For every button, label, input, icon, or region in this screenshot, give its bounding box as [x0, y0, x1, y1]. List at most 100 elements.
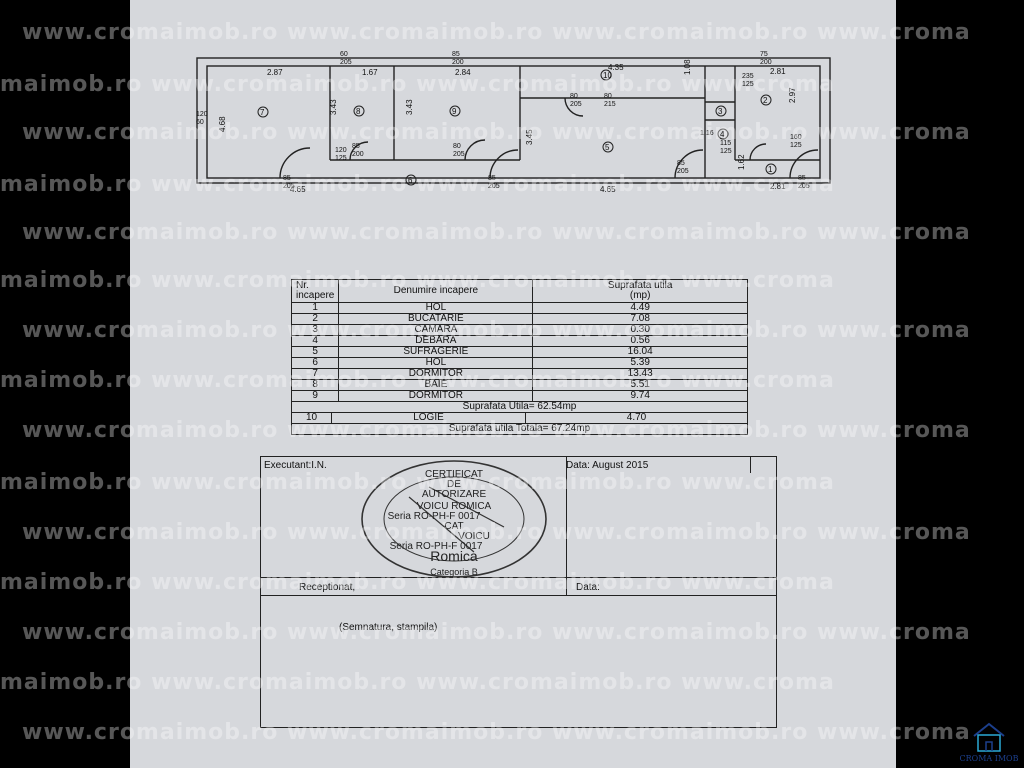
door-mark: 205 — [340, 59, 352, 66]
dimension-vertical: 1.08 — [683, 59, 692, 75]
row-area: 5.51 — [532, 379, 748, 391]
door-mark: 120 — [335, 147, 347, 154]
dimension-bottom: 4.65 — [600, 185, 616, 194]
room-number: 3 — [718, 107, 723, 116]
door-mark: 75 — [760, 51, 768, 58]
suprafata-totala: Suprafata utila Totala= 67.24mp — [291, 423, 748, 435]
door-mark: 60 — [340, 51, 348, 58]
row-nr: 7 — [290, 368, 340, 380]
room-number: 7 — [260, 108, 265, 117]
row-name: BAIE — [338, 379, 534, 391]
door-mark: 200 — [352, 151, 364, 158]
stamp-line: CAT — [444, 521, 463, 532]
stamp-line: Seria RO-PH-F 0017 — [388, 511, 481, 522]
dimension-top: 2.87 — [267, 68, 283, 77]
header-nr: Nr. incapere — [290, 279, 340, 303]
dimension-vertical: 1.62 — [737, 154, 746, 170]
dimension-top: 1.67 — [362, 68, 378, 77]
room-number: 5 — [605, 143, 610, 152]
room-marker — [760, 94, 772, 106]
room-marker — [715, 105, 727, 117]
door-mark: 205 — [570, 101, 582, 108]
room-number: 8 — [356, 107, 361, 116]
door-mark: 85 — [488, 175, 496, 182]
door-mark: 115 — [720, 140, 731, 147]
room-marker — [257, 106, 269, 118]
row-area: 13.43 — [532, 368, 748, 380]
signature-block: Receptionat, Data: (Semnatura, stampila) — [260, 456, 777, 728]
door-mark: 85 — [283, 175, 291, 182]
door-mark: 205 — [283, 183, 295, 190]
row-name: DEBARA — [338, 335, 534, 347]
row-area: 16.04 — [532, 346, 748, 358]
row-name: CAMARA — [338, 324, 534, 336]
row-name: DORMITOR — [338, 390, 534, 402]
door-mark: 85 — [352, 143, 360, 150]
row-nr: 5 — [290, 346, 340, 358]
stamp-line: AUTORIZARE — [422, 489, 487, 500]
row-area: 9.74 — [532, 390, 748, 402]
table-row: 10 LOGIE 4.70 — [291, 412, 748, 424]
stamp-line: Seria RO-PH-F 0017 — [390, 541, 483, 552]
room-marker — [449, 105, 461, 117]
door-mark: 85 — [677, 160, 685, 167]
door-mark: 200 — [760, 59, 772, 66]
house-icon — [973, 722, 1005, 752]
door-mark: 60 — [196, 119, 204, 126]
dimension-vertical: 4.68 — [218, 116, 227, 132]
room-number: 6 — [408, 176, 413, 185]
executant-label: Executant:I.N. — [264, 460, 327, 471]
row-nr: 8 — [290, 379, 340, 391]
dimension-vertical: 2.97 — [788, 87, 797, 103]
door-mark: 80 — [604, 93, 612, 100]
stamp-line: CERTIFICAT — [425, 469, 483, 480]
room-number: 10 — [603, 71, 612, 80]
door-mark: 205 — [798, 183, 810, 190]
row-name: LOGIE — [331, 412, 526, 424]
row-area: 7.08 — [532, 313, 748, 325]
door-mark: 205 — [453, 151, 465, 158]
row-name: BUCATARIE — [338, 313, 534, 325]
suprafata-utila: Suprafata Utila= 62.54mp — [291, 401, 748, 413]
room-marker — [765, 163, 777, 175]
totals-table: Suprafata Utila= 62.54mp 10 LOGIE 4.70 S… — [291, 401, 748, 435]
room-marker — [405, 174, 417, 186]
door-mark: 215 — [604, 101, 616, 108]
door-mark: 85 — [452, 51, 460, 58]
door-mark: 160 — [790, 134, 802, 141]
row-area: 0.56 — [532, 335, 748, 347]
door-mark: 125 — [720, 148, 732, 155]
rooms-table-wrap: Nr. incapere Denumire incapere Suprafata… — [290, 279, 748, 435]
row-name: HOL — [338, 357, 534, 369]
row-nr: 10 — [291, 412, 332, 424]
semnatura-label: (Semnatura, stampila) — [339, 622, 438, 633]
dimension-vertical: 3.45 — [525, 129, 534, 145]
row-nr: 2 — [290, 313, 340, 325]
logo-text: CROMA IMOB — [959, 754, 1019, 763]
door-mark: 125 — [335, 155, 347, 162]
door-mark: 125 — [790, 142, 802, 149]
door-mark: 205 — [677, 168, 689, 175]
door-mark: 80 — [453, 143, 461, 150]
door-mark: 85 — [798, 175, 806, 182]
door-mark: 1.16 — [700, 130, 714, 137]
row-name: SUFRAGERIE — [338, 346, 534, 358]
room-number: 1 — [768, 165, 773, 174]
row-name: DORMITOR — [338, 368, 534, 380]
door-mark: 205 — [488, 183, 500, 190]
dimension-bottom: 2.81 — [770, 182, 786, 191]
stamp-line: DE — [447, 479, 461, 490]
room-number: 4 — [720, 130, 725, 139]
row-name: HOL — [338, 302, 534, 314]
dimension-bottom: 4.65 — [290, 185, 306, 194]
row-area: 0.30 — [532, 324, 748, 336]
row-area: 4.70 — [525, 412, 748, 424]
row-nr: 1 — [290, 302, 340, 314]
